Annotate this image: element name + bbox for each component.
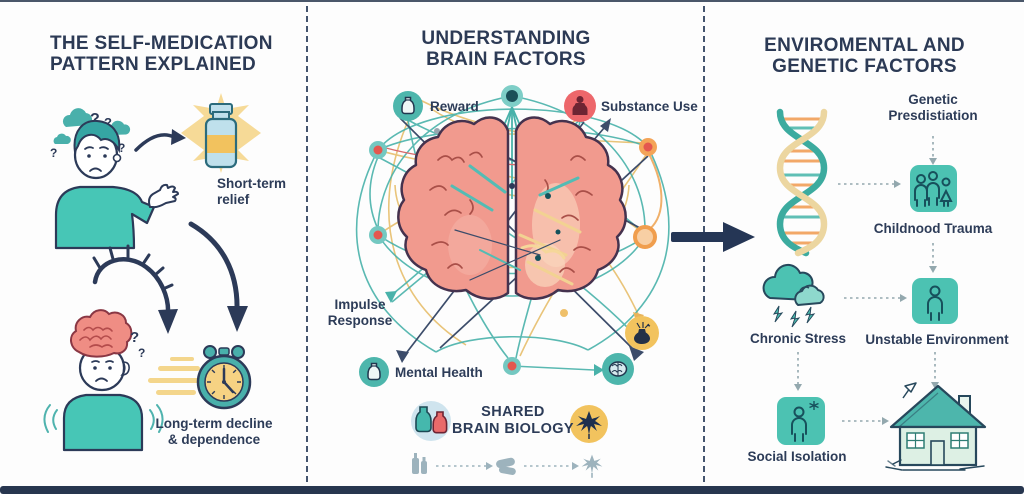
tangled-brain-person-icon: ? ? [43, 309, 164, 452]
brain-icon [397, 116, 627, 300]
question-mark: ? [138, 346, 145, 360]
progression-row [412, 453, 603, 478]
question-mark: ? [118, 141, 125, 155]
cannabis-leaf-icon [570, 405, 608, 443]
network-arc-orange [646, 151, 663, 232]
mental-health-node [359, 357, 389, 387]
gear-icon [809, 401, 819, 410]
yellow-node [560, 309, 568, 317]
arrowhead [600, 118, 611, 132]
network-node-icon [369, 85, 657, 375]
cannabis-leaf-icon [581, 454, 603, 478]
shared-brain-biology-label: SHARED BRAIN BIOLOGY [451, 404, 574, 437]
pill-bottle-icon [181, 93, 261, 173]
arrowhead [594, 364, 604, 376]
self-medication-illustration: ? ? ? ? [43, 93, 261, 452]
social-isolation-label: Social Isolation [747, 449, 847, 464]
middle-panel-title: UNDERSTANDING BRAIN FACTORS [421, 28, 591, 70]
panel-divider-right [703, 6, 705, 482]
bottom-border [0, 486, 1024, 494]
bong-node [625, 316, 659, 350]
substance-use-label: Substance Use [601, 99, 698, 114]
right-panel-title: ENVIROMENTAL AND GENETIC FACTORS [764, 35, 965, 77]
chronic-stress-label: Chronic Stress [749, 331, 847, 346]
left-panel-title: THE SELF-MEDICATION PATTERN EXPLAINED [50, 33, 273, 75]
childhood-trauma-label: Childnood Trauma [873, 221, 993, 236]
curved-arrow-icon [188, 221, 248, 332]
navy-node [509, 183, 515, 189]
bong-icon [634, 322, 651, 344]
top-border [0, 0, 1024, 2]
reward-node [393, 91, 423, 121]
barbed-arrow-icon [92, 244, 178, 334]
bottle-icon [401, 96, 415, 115]
house-icon [886, 382, 985, 490]
bottles-icon [412, 453, 427, 474]
pills-icon [496, 457, 516, 475]
brain-node [602, 353, 634, 385]
brain-network-illustration [355, 85, 670, 478]
reward-label: Reward [430, 99, 479, 114]
dashed-arrowheads [794, 158, 939, 425]
lightning-bolt-icon [772, 305, 816, 328]
genetic-predisposition-label: Genetic Presdistiation [888, 92, 978, 123]
worried-person-icon [54, 119, 179, 250]
question-mark: ? [90, 111, 100, 128]
big-right-arrow-icon [671, 222, 755, 252]
environment-genetics-illustration [762, 108, 1024, 490]
question-mark: ? [130, 329, 139, 346]
short-term-relief-label: Short-term relief [217, 176, 287, 207]
unstable-environment-label: Unstable Environment [865, 332, 1009, 347]
arrowhead [629, 346, 644, 361]
storm-cloud-icon [762, 263, 825, 328]
family-icon [910, 165, 957, 212]
arrowhead [385, 291, 397, 303]
person-gear-icon [777, 397, 825, 445]
person-icon [912, 278, 958, 324]
long-term-decline-label: Long-term decline & dependence [155, 416, 273, 447]
arrowhead [396, 350, 409, 363]
question-mark: ? [50, 146, 57, 160]
gray-node [434, 128, 440, 134]
bottle-icon [367, 362, 381, 381]
curved-arrow-icon [134, 129, 186, 152]
substance-use-node [564, 90, 596, 122]
question-mark: ? [104, 115, 112, 130]
impulse-response-label: Impulse Response [327, 297, 393, 328]
shared-bottles-icon [411, 401, 451, 441]
stopwatch-icon [148, 345, 252, 410]
mental-health-label: Mental Health [395, 365, 483, 380]
dna-icon [776, 108, 828, 257]
substance-user-icon [572, 96, 588, 115]
dashed-arrow-icon [797, 136, 936, 422]
panel-divider-left [306, 6, 308, 482]
